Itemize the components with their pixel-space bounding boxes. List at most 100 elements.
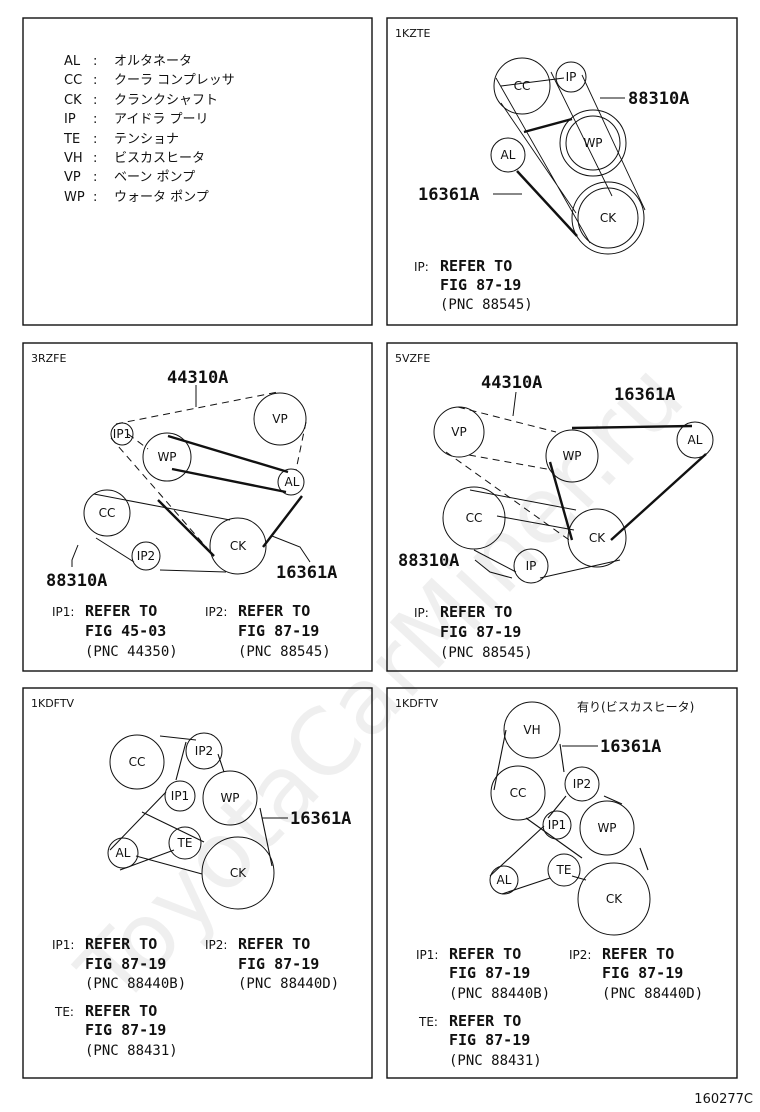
note-line: REFER TO [85, 1002, 157, 1020]
watermark: ToyotaCarMiner.ru [57, 343, 704, 1026]
note-prefix: IP1: [416, 948, 438, 962]
note-line: (PNC 88431) [85, 1043, 178, 1059]
pulley-vh [503, 701, 561, 759]
pulley-wp [565, 115, 621, 171]
note-line: (PNC 88545) [440, 645, 533, 661]
part-number-16361a: 16361A [290, 809, 351, 829]
note-line: REFER TO [602, 945, 674, 963]
belt-16361a [135, 741, 205, 875]
legend-name: ウォータ ポンプ [114, 190, 209, 205]
reference-note: IP2: REFER TO FIG 87-19 (PNC 88545) [205, 602, 331, 660]
panel-1kzte-frame [386, 17, 738, 326]
belt-16361a [157, 434, 289, 557]
reference-note: IP: REFER TO FIG 87-19 (PNC 88545) [414, 257, 533, 313]
engine-label: 1KDFTV [395, 697, 439, 710]
pulley-ck [577, 862, 651, 936]
legend-name: ベーン ポンプ [114, 170, 195, 185]
pulley-wp [202, 770, 258, 826]
note-line: FIG 87-19 [85, 955, 166, 973]
pulley-label-al: AL [501, 148, 516, 162]
note-line: (PNC 88440D) [238, 976, 339, 992]
pulley-label-cc: CC [510, 786, 527, 800]
note-line: FIG 87-19 [449, 964, 530, 982]
note-line: REFER TO [440, 603, 512, 621]
note-line: REFER TO [85, 602, 157, 620]
pulley-label-te: TE [177, 836, 193, 850]
panel-3rzfe-frame [22, 342, 373, 672]
note-line: REFER TO [449, 945, 521, 963]
part-number-88310a: 88310A [628, 89, 689, 109]
pulley-label-ip2: IP2 [195, 744, 213, 758]
pulley-te [168, 826, 202, 860]
note-line: FIG 87-19 [238, 955, 319, 973]
part-number-44310a: 44310A [481, 373, 542, 393]
note-prefix: IP1: [52, 938, 74, 952]
note-line: REFER TO [238, 935, 310, 953]
note-line: REFER TO [449, 1012, 521, 1030]
legend-code: VP [64, 170, 81, 185]
engine-label: 3RZFE [31, 352, 67, 365]
figure-id: 160277C [694, 1092, 753, 1107]
legend-name: オルタネータ [114, 54, 192, 69]
pulley-ip2 [131, 541, 161, 571]
panel-1kdftv-viscous-frame [386, 687, 738, 1079]
pulley-al [277, 468, 305, 496]
note-prefix: IP: [414, 260, 429, 274]
legend-name: クーラ コンプレッサ [114, 73, 235, 88]
legend-row: TE : テンショナ [63, 132, 179, 147]
pulley-ck [201, 836, 275, 910]
pulley-label-ip: IP [526, 559, 537, 573]
legend-row: VP : ベーン ポンプ [64, 170, 195, 185]
note-line: (PNC 88545) [238, 644, 331, 660]
note-line: REFER TO [238, 602, 310, 620]
pulley-cc [493, 57, 551, 115]
legend-row: CC : クーラ コンプレッサ [64, 73, 235, 88]
pulley-label-ip1: IP1 [548, 818, 566, 832]
pulley-ip [555, 61, 587, 93]
note-line: FIG 87-19 [85, 1021, 166, 1039]
pulley-label-cc: CC [129, 755, 146, 769]
note-line: (PNC 88545) [440, 297, 533, 313]
pulley-label-cc: CC [514, 79, 531, 93]
pulley-al [490, 137, 526, 173]
pulley-label-ip2: IP2 [137, 549, 155, 563]
note-line: (PNC 44350) [85, 644, 178, 660]
pulley-label-wp: WP [562, 449, 581, 463]
pulley-cc [109, 734, 165, 790]
reference-note: TE: REFER TO FIG 87-19 (PNC 88431) [54, 1002, 178, 1059]
part-number-16361a: 16361A [600, 737, 661, 757]
pulley-label-ck: CK [589, 531, 606, 545]
panel-1kdftv-viscous: 1KDFTV 有り(ビスカスヒータ) VH CC IP2 IP1 WP TE A… [395, 697, 703, 1069]
belt-88310a [469, 489, 621, 579]
pulley-te [547, 853, 581, 887]
legend-code: WP [64, 190, 85, 205]
legend-row: VH : ビスカスヒータ [64, 151, 205, 166]
pulley-ip1 [542, 810, 572, 840]
reference-note: IP1: REFER TO FIG 45-03 (PNC 44350) [52, 602, 178, 660]
panel-1kzte: 1KZTE CC IP WP AL CK 88310A 16361A IP: R… [395, 27, 689, 313]
pulley-ip2 [564, 766, 600, 802]
belt-88310a [495, 71, 646, 244]
legend-name: クランクシャフト [114, 93, 218, 108]
pulley-label-wp: WP [583, 136, 602, 150]
leader-line [474, 391, 517, 579]
legend-sep: : [93, 132, 97, 147]
panel-1kdftv: 1KDFTV CC IP2 IP1 WP TE AL CK 16361A IP1… [31, 697, 351, 1059]
legend-code: IP [64, 112, 76, 127]
pulley-label-ip1: IP1 [171, 789, 189, 803]
legend-name: アイドラ プーリ [114, 112, 208, 127]
pulley-ck [567, 508, 627, 568]
pulley-label-vp: VP [272, 412, 287, 426]
belt-16361a [489, 729, 649, 895]
pulley-cc [490, 765, 546, 821]
legend-row: CK : クランクシャフト [64, 93, 218, 108]
note-prefix: IP1: [52, 605, 74, 619]
legend-row: IP : アイドラ プーリ [64, 112, 208, 127]
legend-frame [22, 17, 373, 326]
reference-note: IP2: REFER TO FIG 87-19 (PNC 88440D) [569, 945, 703, 1002]
belt-16361a [516, 117, 578, 237]
legend-sep: : [93, 170, 97, 185]
note-line: REFER TO [85, 935, 157, 953]
legend-sep: : [93, 93, 97, 108]
legend-sep: : [93, 190, 97, 205]
